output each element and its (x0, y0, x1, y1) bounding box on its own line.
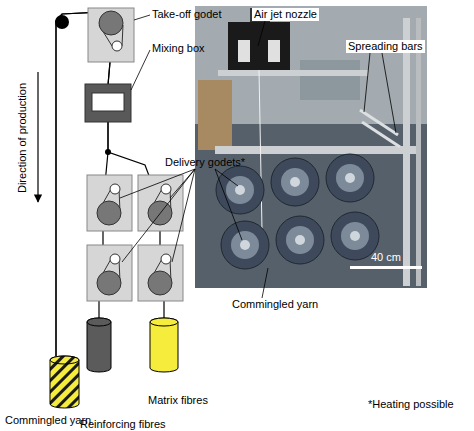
godet-housing (138, 245, 183, 301)
spreading-bar (362, 122, 400, 147)
photo-godet-hub (240, 240, 250, 250)
aluminium-frame (403, 18, 410, 286)
godet-housing (88, 8, 134, 62)
bobbin-node: Reinforcing fibres (87, 318, 111, 372)
photo-background (195, 6, 427, 288)
separator-roller (110, 184, 120, 194)
mixing-box (85, 84, 131, 122)
godet-housing (87, 245, 132, 301)
godet-housing (87, 175, 132, 231)
bobbin-body (87, 318, 111, 372)
machine-photo (195, 6, 427, 288)
aluminium-frame (218, 70, 368, 76)
photo-godet-hub (235, 185, 245, 195)
callout-label: Commingled yarn (232, 298, 318, 311)
callout-label: 40 cm (371, 251, 401, 264)
leader-line (382, 53, 396, 133)
mixing-box-window (92, 93, 124, 111)
bobbin-top (50, 356, 79, 364)
delivery-godet (87, 245, 132, 301)
air-jet-nozzle (228, 22, 290, 70)
bobbin-top (150, 318, 178, 326)
photo-lab-equipment (198, 80, 232, 150)
bobbin-label: Commingled yarn (5, 414, 91, 427)
callout-label: Spreading bars (346, 40, 425, 53)
leader-lines (120, 15, 396, 298)
bobbin-node: Matrix fibres (150, 318, 178, 372)
scale-bar (350, 266, 422, 269)
leader-line (172, 169, 195, 262)
photo-godet-roll (281, 168, 309, 196)
direction-label: Direction of production (16, 83, 29, 193)
bobbin-label: Matrix fibres (148, 394, 208, 407)
leader-line (262, 268, 268, 298)
photo-godet-body (221, 221, 269, 269)
godet-housing (138, 175, 183, 231)
photo-godet-roll (336, 164, 364, 192)
delivery-godet (138, 175, 183, 231)
photo-godet-hub (345, 173, 355, 183)
bobbin-body (50, 356, 79, 408)
yarn-strand (259, 70, 262, 230)
bobbin-top (87, 318, 111, 326)
delivery-godet (87, 175, 132, 231)
leader-line (364, 53, 370, 112)
mixing-box-housing (85, 84, 131, 122)
separator-roller (161, 184, 171, 194)
separator-roller (110, 254, 120, 264)
leader-line (258, 21, 265, 46)
bobbin-body (150, 318, 178, 372)
photo-godet-body (271, 158, 319, 206)
photo-godet-roll (341, 222, 369, 250)
nozzle-bracket (268, 40, 280, 62)
callout-label: Air jet nozzle (252, 8, 319, 21)
photo-godet-hub (290, 177, 300, 187)
guide-roller (55, 15, 69, 29)
photo-godet-roll (231, 231, 259, 259)
leader-line (131, 50, 150, 90)
aluminium-frame (416, 18, 421, 286)
godet-roller (99, 11, 123, 35)
callout-label: *Heating possible (368, 398, 454, 411)
leader-line (215, 169, 242, 240)
photo-godet-roll (286, 226, 314, 254)
photo-godet (216, 154, 379, 269)
bobbin-shape (87, 318, 111, 372)
leader-line (134, 15, 150, 20)
callout-label: Take-off godet (152, 8, 222, 21)
photo-godet-body (276, 216, 324, 264)
delivery-godet (138, 245, 183, 301)
take-off-godet (88, 8, 134, 62)
leader-line (122, 169, 195, 262)
photo-godet-hub (295, 235, 305, 245)
nozzle-bracket (238, 40, 250, 62)
godet-roller (148, 271, 172, 295)
photo-lab-equipment (300, 60, 360, 100)
separator-roller (161, 254, 171, 264)
photo-godet-hub (350, 231, 360, 241)
yarn-guide-dot (105, 149, 111, 155)
direction-arrow (37, 72, 38, 202)
bobbin-shape (150, 318, 178, 372)
callout-label: Delivery godets* (165, 156, 245, 169)
aluminium-frame (215, 146, 420, 154)
photo-godet-body (326, 154, 374, 202)
callout-label: Mixing box (152, 42, 205, 55)
bobbin-shape (50, 356, 79, 408)
separator-roller (112, 41, 122, 51)
bobbin-node: Commingled yarn (50, 356, 79, 408)
godet-roller (97, 201, 121, 225)
bobbin-label: Reinforcing fibres (80, 418, 166, 431)
godet-roller (97, 271, 121, 295)
